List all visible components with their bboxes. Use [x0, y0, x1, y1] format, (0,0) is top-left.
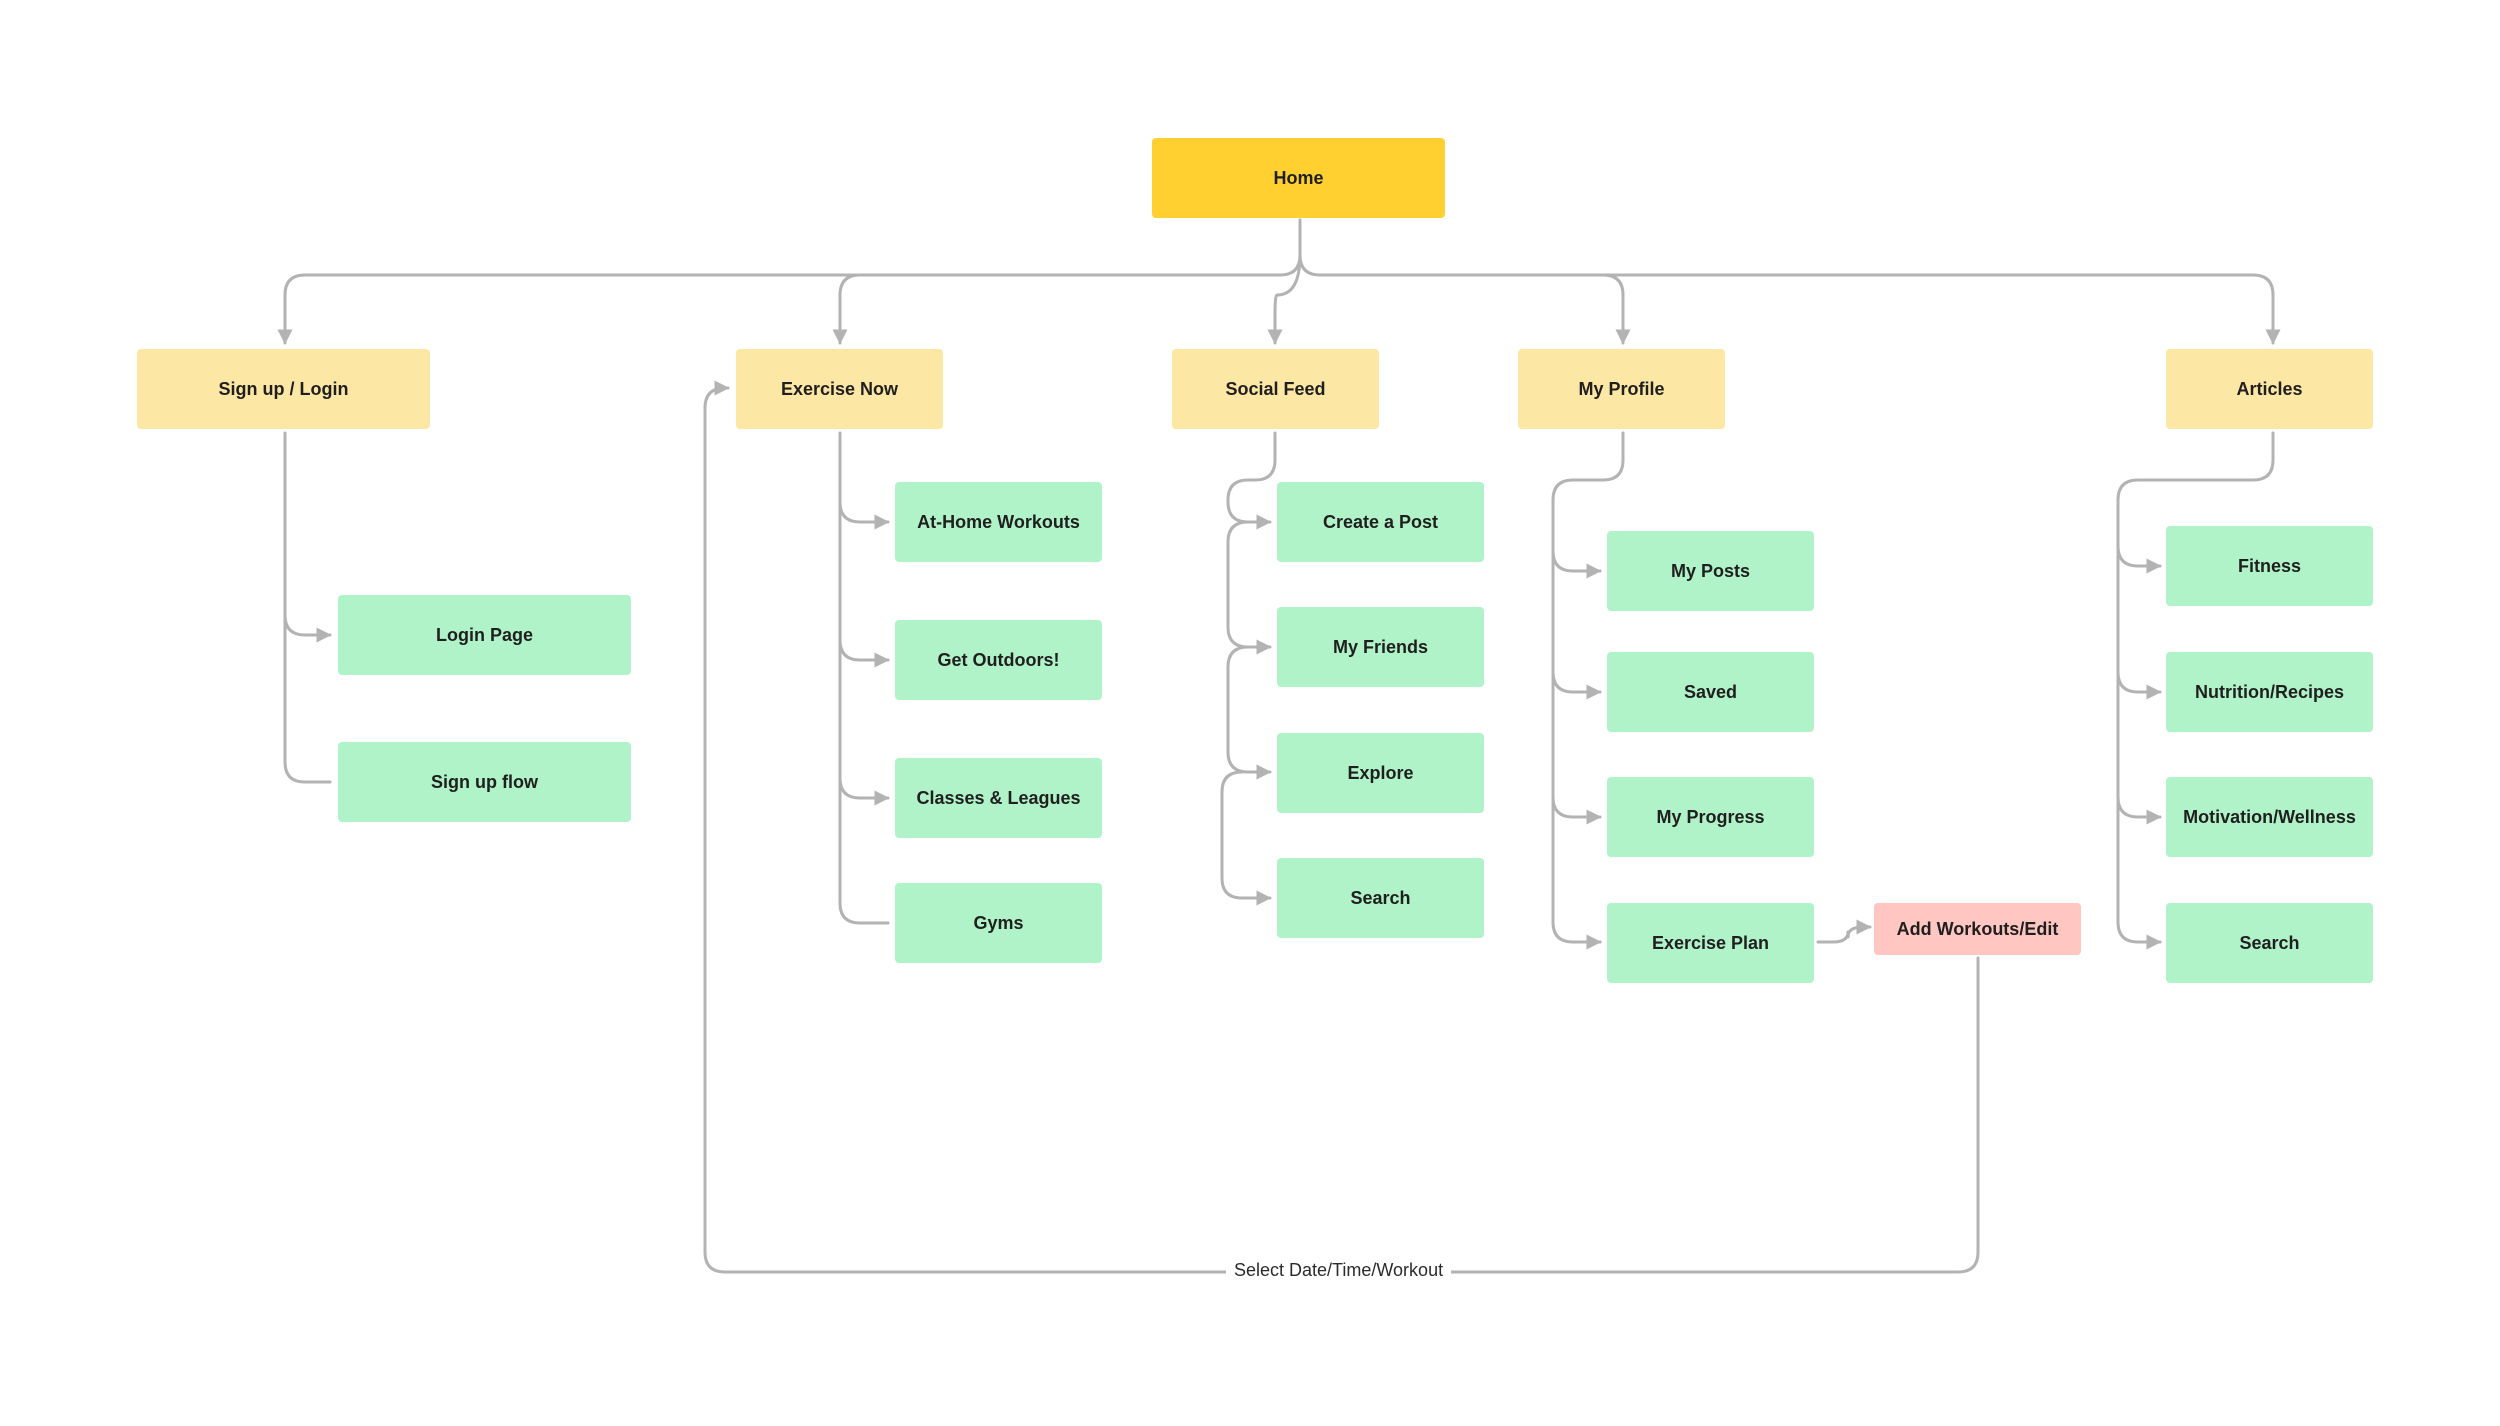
edge-home-social [1267, 253, 1302, 345]
node-explore[interactable]: Explore [1277, 733, 1484, 813]
node-classes-leagues[interactable]: Classes & Leagues [895, 758, 1102, 838]
node-sign-up-login[interactable]: Sign up / Login [137, 349, 430, 429]
node-create-a-post[interactable]: Create a Post [1277, 482, 1484, 562]
node-fitness[interactable]: Fitness [2166, 526, 2373, 606]
edge-nutrition [2116, 670, 2162, 700]
edge-social-search [1220, 770, 1272, 906]
edge-fitness [2116, 544, 2162, 574]
node-home[interactable]: Home [1152, 138, 1445, 218]
edge-plan-to-add [1816, 919, 1872, 944]
edge-home-articles [1601, 273, 2281, 345]
edge-my-friends [1226, 520, 1272, 655]
node-motivation-wellness[interactable]: Motivation/Wellness [2166, 777, 2373, 857]
node-get-outdoors[interactable]: Get Outdoors! [895, 620, 1102, 700]
node-login-page[interactable]: Login Page [338, 595, 631, 675]
node-at-home-workouts[interactable]: At-Home Workouts [895, 482, 1102, 562]
edge-label-select-date-time-workout: Select Date/Time/Workout [1226, 1260, 1452, 1281]
edge-signup-children [283, 431, 332, 784]
node-nutrition-recipes[interactable]: Nutrition/Recipes [2166, 652, 2373, 732]
edge-create-post [1226, 431, 1277, 530]
edge-at-home [838, 500, 890, 530]
edge-outdoors [838, 638, 890, 668]
edge-home-exercise [832, 273, 862, 345]
node-add-workouts-edit[interactable]: Add Workouts/Edit [1874, 903, 2081, 955]
node-sign-up-flow[interactable]: Sign up flow [338, 742, 631, 822]
edge-my-posts [1551, 549, 1602, 579]
node-my-profile[interactable]: My Profile [1518, 349, 1725, 429]
edge-home-profile [1298, 253, 1631, 345]
node-social-search[interactable]: Search [1277, 858, 1484, 938]
edge-home-signup [277, 218, 1302, 345]
node-my-progress[interactable]: My Progress [1607, 777, 1814, 857]
edge-saved [1551, 670, 1602, 700]
node-exercise-plan[interactable]: Exercise Plan [1607, 903, 1814, 983]
edge-my-progress [1551, 795, 1602, 825]
node-articles-search[interactable]: Search [2166, 903, 2373, 983]
edge-motivation [2116, 795, 2162, 825]
edge-articles-children [2116, 431, 2275, 944]
node-social-feed[interactable]: Social Feed [1172, 349, 1379, 429]
edge-classes [838, 776, 890, 806]
node-exercise-now[interactable]: Exercise Now [736, 349, 943, 429]
edge-explore [1226, 645, 1272, 780]
edge-login-page [283, 613, 332, 643]
node-saved[interactable]: Saved [1607, 652, 1814, 732]
node-my-posts[interactable]: My Posts [1607, 531, 1814, 611]
node-articles[interactable]: Articles [2166, 349, 2373, 429]
edge-exercise-children [838, 431, 890, 925]
edge-loop-back [703, 380, 1980, 1274]
node-gyms[interactable]: Gyms [895, 883, 1102, 963]
edge-profile-children [1551, 431, 1625, 944]
node-my-friends[interactable]: My Friends [1277, 607, 1484, 687]
